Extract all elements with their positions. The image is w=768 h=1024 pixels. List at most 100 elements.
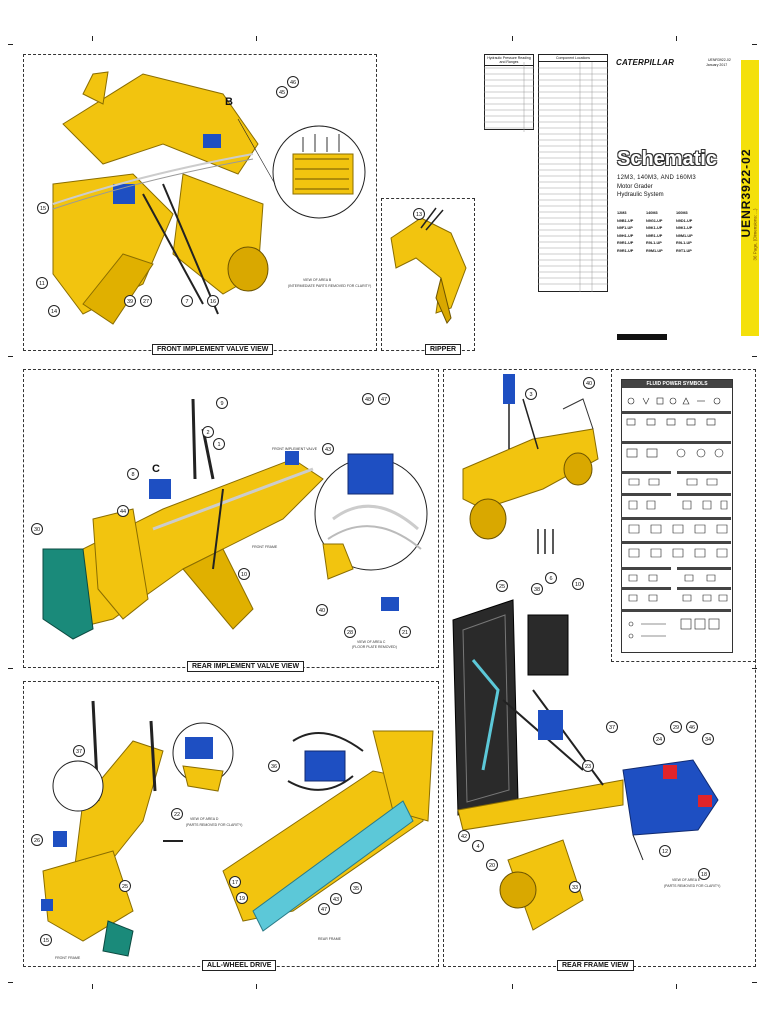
front-frame-note-2: FRONT FRAME (55, 956, 81, 960)
callout: 25 (496, 580, 508, 592)
callout: 17 (229, 876, 241, 888)
registration-tick (512, 984, 513, 989)
serial: N9K1-UP (646, 226, 663, 230)
registration-tick (8, 44, 13, 45)
serial-col2-head: 140M3 (646, 211, 658, 215)
serial: N9F1-UP (617, 226, 633, 230)
callout: 45 (276, 86, 288, 98)
view-d-subnote: (PARTS REMOVED FOR CLARITY) (186, 823, 243, 827)
serial-col3-head: 160M3 (676, 211, 688, 215)
view-b-note: VIEW OF AREA B (303, 278, 332, 282)
callout: 36 (268, 760, 280, 772)
callout: 44 (117, 505, 129, 517)
registration-tick (256, 984, 257, 989)
callout: 34 (702, 733, 714, 745)
callout: 25 (119, 880, 131, 892)
callout: 28 (344, 626, 356, 638)
rear-implement-illustration (42, 398, 428, 640)
title-line3: Hydraulic System (617, 192, 664, 198)
callout: 10 (572, 578, 584, 590)
registration-tick (8, 982, 13, 983)
doc-pages-note: 36 Page, (Dimensions: ...) (752, 208, 758, 261)
serial: R9T1-UP (676, 248, 692, 253)
rear-frame-panel-left (443, 560, 444, 967)
view-d-note: VIEW OF AREA D (190, 817, 219, 821)
serial: R9R1-UP (617, 241, 634, 245)
callout: 42 (458, 830, 470, 842)
serial: N9R1-UP (646, 233, 663, 238)
callout: 43 (322, 443, 334, 455)
callout: 20 (486, 859, 498, 871)
callout: 8 (127, 468, 139, 480)
all-wheel-drive-label: ALL-WHEEL DRIVE (202, 960, 277, 971)
view-e-subnote: (PARTS REMOVED FOR CLARITY) (664, 884, 721, 888)
callout: 7 (181, 295, 193, 307)
serial: N9G1-UP (646, 218, 663, 223)
callout: 38 (531, 583, 543, 595)
callout: 30 (31, 523, 43, 535)
callout: 9 (216, 397, 228, 409)
serial: R9M1-UP (646, 248, 663, 253)
callout: 19 (236, 892, 248, 904)
registration-tick (256, 36, 257, 41)
serial: R9L1-UP (646, 241, 662, 245)
callout: 15 (37, 202, 49, 214)
registration-tick (512, 36, 513, 41)
callout: 6 (545, 572, 557, 584)
doc-number: UENR3922-02 (739, 148, 753, 238)
rear-frame-note: REAR FRAME (318, 937, 341, 941)
callout: 47 (318, 903, 330, 915)
callout: 47 (378, 393, 390, 405)
callout: 37 (73, 745, 85, 757)
callout: 21 (399, 626, 411, 638)
component-table-header: Component Locations (539, 55, 607, 62)
serial: N9K1-UP (676, 226, 693, 230)
registration-tick (676, 984, 677, 989)
callout: 24 (653, 733, 665, 745)
registration-tick (92, 984, 93, 989)
callout: 48 (362, 393, 374, 405)
doc-date-line1: UENR3922-02 (708, 58, 731, 62)
callout: 43 (330, 893, 342, 905)
callout: 10 (238, 568, 250, 580)
component-table: Component Locations (538, 54, 608, 292)
callout: 1 (213, 438, 225, 450)
rear-frame-top-illustration (462, 374, 599, 554)
callout: 33 (569, 881, 581, 893)
view-b-subnote: (INTERMEDIATE PARTS REMOVED FOR CLARITY) (288, 284, 372, 288)
registration-tick (752, 44, 757, 45)
serial: N9M1-UP (676, 233, 693, 238)
serial-col1: 12M3 N9B1-UP N9F1-UP N9H1-UP R9R1-UP R9R… (617, 210, 633, 255)
serial: R9R1-UP (617, 248, 634, 253)
registration-tick (8, 356, 13, 357)
serial-col2: 140M3 N9G1-UP N9K1-UP N9R1-UP R9L1-UP R9… (646, 210, 663, 255)
pressure-table-header: Hydraulic Pressure Reading and Ranges (485, 55, 533, 66)
callout: 40 (583, 377, 595, 389)
registration-tick (8, 668, 13, 669)
registration-tick (752, 356, 757, 357)
view-c-subnote: (FLOOR PLATE REMOVED) (352, 645, 397, 649)
table-grid-lines (484, 62, 608, 292)
view-c-note: VIEW OF AREA C (357, 640, 386, 644)
callout: 2 (202, 426, 214, 438)
registration-tick (92, 36, 93, 41)
callout: 46 (686, 721, 698, 733)
callout: 29 (670, 721, 682, 733)
front-implement-valve-note: FRONT IMPLEMENT VALVE (272, 447, 318, 451)
serial: R9L1-UP (676, 241, 692, 245)
serial: N9B1-UP (617, 218, 634, 223)
callout: 14 (48, 305, 60, 317)
rear-frame-illustration (452, 599, 719, 931)
area-letter-b: B (225, 96, 233, 108)
callout: 15 (40, 934, 52, 946)
doc-date-line2: January 2017 (706, 63, 728, 67)
registration-tick (752, 668, 757, 669)
fluid-power-symbol-grid (621, 397, 731, 639)
all-wheel-drive-illustration (41, 700, 434, 957)
serial-col3: 160M3 N9D1-UP N9K1-UP N9M1-UP R9L1-UP R9… (676, 210, 693, 255)
callout: 11 (36, 277, 48, 289)
callout: 39 (124, 295, 136, 307)
model-line: 12M3, 140M3, AND 160M3 (617, 175, 696, 181)
view-e-note: VIEW OF AREA E (672, 878, 701, 882)
front-implement-label: FRONT IMPLEMENT VALVE VIEW (152, 344, 274, 355)
